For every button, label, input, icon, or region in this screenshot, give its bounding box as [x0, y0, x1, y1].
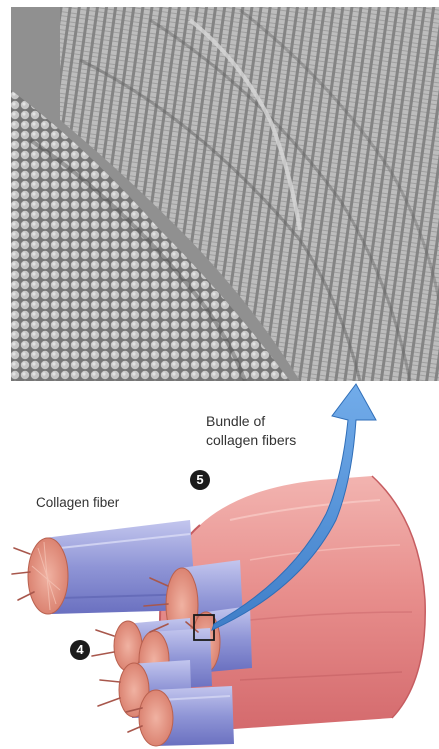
bundle-label-line-2: collagen fibers: [206, 431, 296, 450]
bundle-label: Bundle of collagen fibers: [206, 412, 296, 450]
marker-5-badge: 5: [190, 470, 210, 490]
marker-4-badge: 4: [70, 640, 90, 660]
micrograph: [11, 7, 439, 381]
fiber-bottom: [139, 686, 234, 746]
bundle-label-line-1: Bundle of: [206, 412, 296, 431]
fiber-label: Collagen fiber: [36, 494, 119, 512]
